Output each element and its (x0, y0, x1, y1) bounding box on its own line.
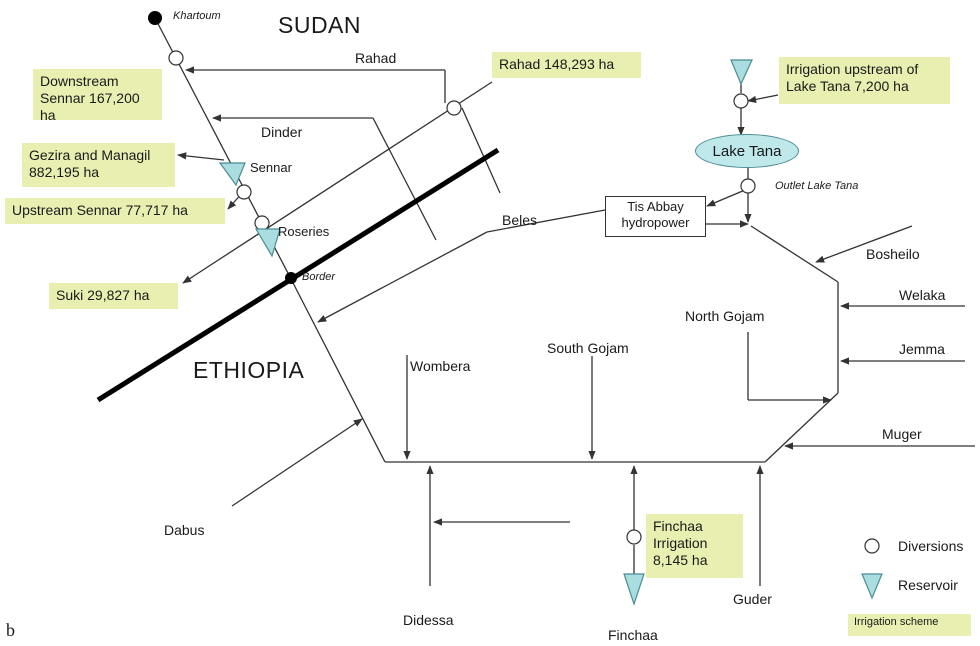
muger-label: Muger (882, 426, 922, 442)
rahad-river-label: Rahad (355, 50, 397, 66)
diversion-downstream-sennar (168, 50, 184, 66)
legend-irrigation-scheme: Irrigation scheme (848, 614, 971, 636)
tana-to-hydro (706, 189, 746, 207)
scheme-gezira-managil: Gezira and Managil 882,195 ha (22, 143, 175, 187)
bosheilo-river-label: Bosheilo (866, 246, 920, 262)
dinder-diag (372, 117, 437, 241)
rahad-lower (461, 107, 501, 194)
diversion-rahad (446, 100, 462, 116)
guder-label: Guder (733, 591, 772, 607)
north-gojam-label: North Gojam (685, 308, 765, 324)
diversion-upstream-sennar (236, 184, 252, 200)
ethiopia-label: ETHIOPIA (193, 357, 305, 383)
diversion-upstream-tana (733, 93, 749, 109)
south-gojam-label: South Gojam (547, 340, 629, 356)
panel-label: b (6, 620, 15, 640)
border-dot (285, 272, 297, 284)
dabus-flow (231, 418, 363, 507)
border-label: Border (302, 271, 336, 283)
lake-tana: Lake Tana (695, 134, 799, 168)
reservoir-upstream-tana (730, 59, 753, 86)
legend-diversion-symbol (864, 538, 880, 554)
welaka-river-label: Welaka (899, 287, 946, 303)
reservoir-roseries (254, 228, 281, 258)
khartoum-label: Khartoum (173, 10, 221, 22)
main-nile-west (289, 276, 386, 463)
beles-a (486, 209, 606, 233)
dinder-river-label: Dinder (261, 124, 303, 140)
scheme-downstream-sennar: Downstream Sennar 167,200 ha (33, 69, 162, 123)
roseries-label: Roseries (278, 224, 330, 239)
khartoum-dot (148, 11, 162, 25)
scheme-rahad: Rahad 148,293 ha (492, 52, 641, 78)
diversion-finchaa (626, 529, 642, 545)
main-nile-east-lower (764, 392, 839, 463)
bosheilo-flow (815, 225, 913, 263)
hydropower-label: Tis Abbay hydropower (621, 199, 690, 231)
finchaa-label: Finchaa (608, 627, 658, 643)
rahad-suki-diagonal (182, 81, 493, 284)
tana-scheme-link (747, 94, 779, 103)
wombera-label: Wombera (410, 358, 471, 374)
reservoir-finchaa (623, 573, 645, 606)
jemma-river-label: Jemma (899, 341, 945, 357)
lake-tana-label: Lake Tana (712, 142, 782, 160)
sennar-label: Sennar (250, 160, 292, 175)
scheme-suki: Suki 29,827 ha (49, 283, 178, 309)
didessa-label: Didessa (403, 612, 454, 628)
scheme-upstream-sennar: Upstream Sennar 77,717 ha (5, 198, 225, 224)
legend-diversions-label: Diversions (898, 538, 964, 554)
legend-reservoir-label: Reservoir (898, 577, 958, 593)
diversion-suki (254, 215, 270, 231)
scheme-finchaa: Finchaa Irrigation 8,145 ha (646, 514, 743, 578)
country-border (96, 147, 500, 403)
outlet-label: Outlet Lake Tana (775, 180, 859, 192)
reservoir-sennar (218, 162, 246, 187)
diversion-outlet-tana (740, 178, 756, 194)
dabus-label: Dabus (164, 522, 205, 538)
sudan-label: SUDAN (278, 12, 362, 38)
beles-b (317, 231, 488, 323)
gezira-link (177, 152, 225, 161)
legend-reservoir-symbol (861, 573, 883, 600)
tis-abbay-hydropower-box: Tis Abbay hydropower (605, 196, 706, 237)
scheme-upstream-lake-tana: Irrigation upstream of Lake Tana 7,200 h… (779, 57, 950, 104)
beles-river-label: Beles (502, 212, 538, 228)
main-nile-east-upper (750, 225, 839, 283)
